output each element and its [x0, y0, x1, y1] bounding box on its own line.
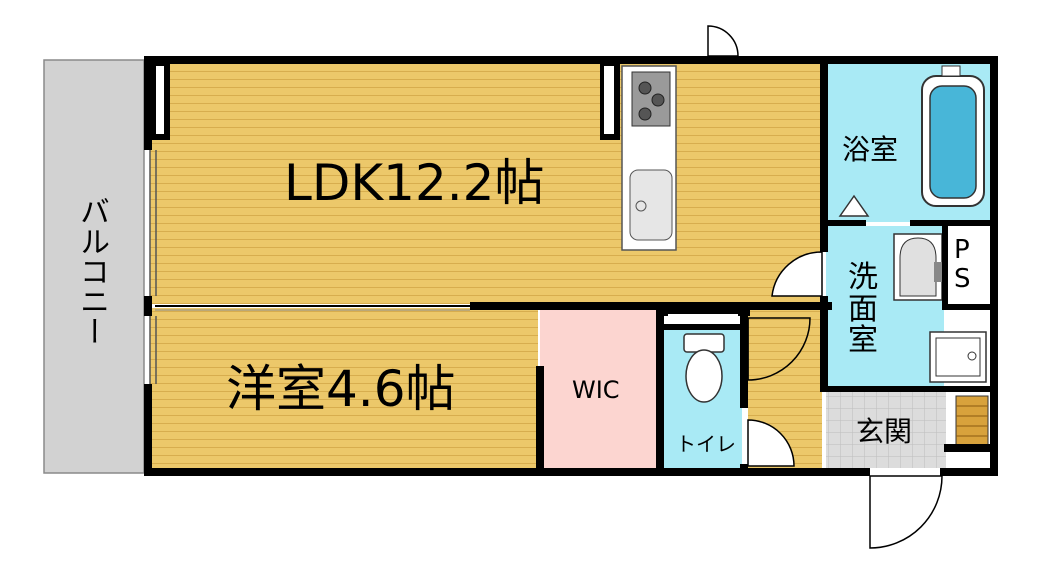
shoe-cabinet [955, 395, 989, 447]
entrance-label: 玄関 [856, 415, 913, 448]
western-room-floor [150, 308, 538, 468]
balcony [43, 59, 145, 474]
ps-label: PS [954, 235, 971, 294]
door-swings [707, 25, 943, 549]
wic-label: WIC [572, 376, 620, 404]
windows [149, 150, 157, 384]
bathtub-icon [921, 65, 985, 207]
ldk-floor [150, 62, 822, 304]
bath-step-icon [838, 194, 870, 217]
ldk-label: LDK12.2帖 [284, 154, 545, 212]
toilet-label: トイレ [676, 432, 736, 456]
washroom-label: 洗面室 [848, 260, 878, 358]
ps-shaft [946, 228, 990, 304]
bath-label: 浴室 [842, 133, 899, 166]
entrance-floor [826, 390, 946, 468]
sink-icon [629, 169, 673, 241]
wic-floor [540, 310, 658, 468]
washbasin-icon [893, 233, 943, 301]
walls [144, 56, 998, 476]
western-room-label: 洋室4.6帖 [226, 360, 456, 418]
toilet-icon [683, 333, 725, 403]
balcony-label: バルコニー [74, 196, 109, 346]
washer-pan-icon [929, 331, 987, 383]
stove-icon [631, 71, 671, 127]
